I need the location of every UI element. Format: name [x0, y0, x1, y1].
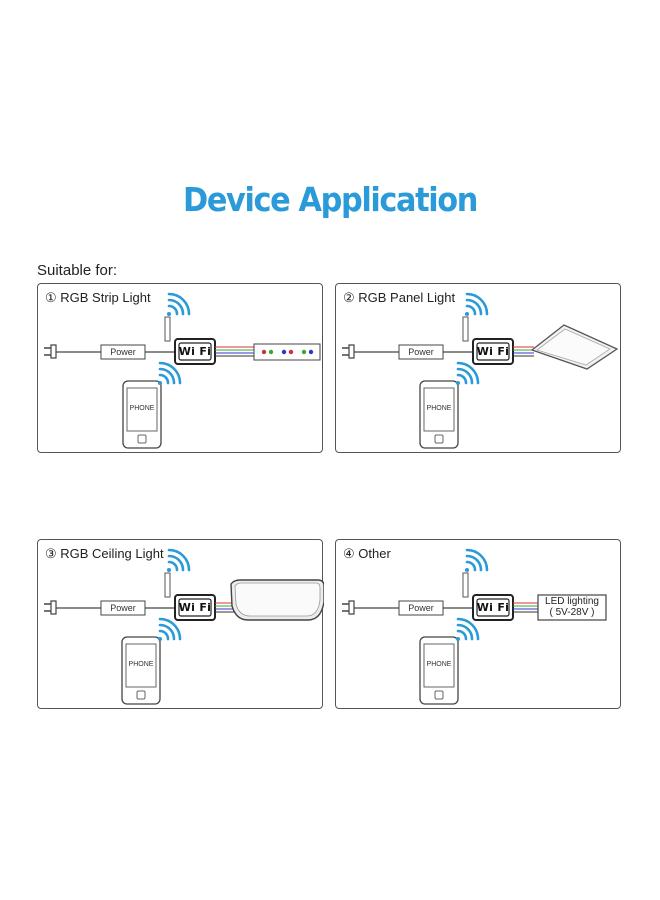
wifi-controller-label: Wi Fi — [178, 601, 212, 614]
wifi-signal-icon — [456, 617, 480, 641]
led-lighting-label: LED lighting — [545, 596, 599, 607]
panel-rgb-panel-light: ② RGB Panel Light Power Wi Fi PHONE — [335, 283, 621, 453]
led-voltage-label: ( 5V-28V ) — [549, 607, 595, 618]
wifi-controller-label: Wi Fi — [476, 345, 510, 358]
phone-label: PHONE — [426, 405, 452, 412]
wires — [513, 346, 534, 357]
wifi-signal-icon — [158, 361, 182, 385]
panel-other: ④ Other Power Wi Fi PHONE LED lighting (… — [335, 539, 621, 709]
panel-light-icon — [530, 324, 619, 370]
antenna-icon — [462, 316, 469, 342]
strip-light-scene — [44, 292, 321, 449]
antenna-icon — [164, 316, 171, 342]
antenna-icon — [164, 572, 171, 598]
phone-label: PHONE — [129, 405, 155, 412]
wifi-signal-icon — [167, 292, 191, 316]
wifi-signal-icon — [456, 361, 480, 385]
ceiling-light-icon — [230, 579, 324, 621]
plug-icon — [342, 344, 399, 359]
wifi-signal-icon — [158, 617, 182, 641]
other-scene — [342, 548, 607, 705]
plug-icon — [44, 600, 101, 615]
wifi-controller-label: Wi Fi — [476, 601, 510, 614]
wifi-signal-icon — [167, 548, 191, 572]
phone-label: PHONE — [426, 661, 452, 668]
phone-label: PHONE — [128, 661, 154, 668]
phone-icon — [419, 636, 459, 705]
panel-rgb-strip-light: ① RGB Strip Light Power Wi Fi PHONE — [37, 283, 323, 453]
panel-label: ④ Other — [343, 546, 391, 561]
wifi-signal-icon — [465, 548, 489, 572]
plug-icon — [44, 344, 101, 359]
wires — [513, 602, 538, 613]
panel-light-scene — [342, 292, 619, 449]
page-title: Device Application — [183, 180, 478, 219]
wifi-controller-label: Wi Fi — [178, 345, 212, 358]
panel-label: ① RGB Strip Light — [45, 290, 151, 305]
panel-rgb-ceiling-light: ③ RGB Ceiling Light Power Wi Fi PHONE — [37, 539, 324, 709]
power-adapter-label: Power — [110, 347, 136, 357]
power-adapter-label: Power — [408, 603, 434, 613]
wires — [215, 346, 254, 357]
power-adapter-label: Power — [408, 347, 434, 357]
ceiling-light-scene — [44, 548, 324, 705]
power-adapter-label: Power — [110, 603, 136, 613]
phone-icon — [121, 636, 161, 705]
panel-label: ② RGB Panel Light — [343, 290, 456, 305]
suitable-for-heading: Suitable for: — [37, 262, 118, 279]
led-lighting-box — [537, 594, 607, 621]
led-strip — [253, 343, 321, 361]
phone-icon — [122, 380, 162, 449]
antenna-icon — [462, 572, 469, 598]
plug-icon — [342, 600, 399, 615]
wifi-signal-icon — [465, 292, 489, 316]
panel-label: ③ RGB Ceiling Light — [45, 546, 164, 561]
phone-icon — [419, 380, 459, 449]
